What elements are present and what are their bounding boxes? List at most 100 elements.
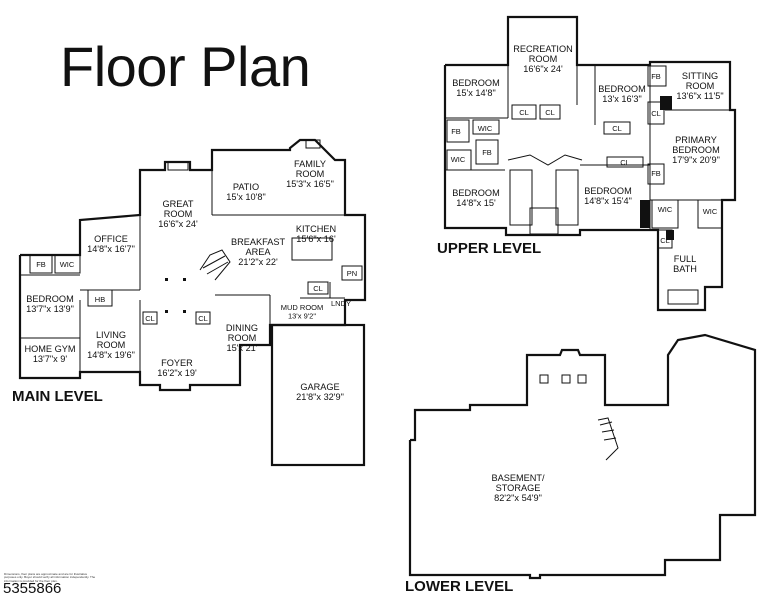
page-title: Floor Plan — [60, 35, 311, 98]
tag-cl-up-5: CL — [651, 109, 661, 118]
tag-wic-main: WIC — [60, 260, 75, 269]
room-label-line: 15'3"x 16'5" — [286, 179, 334, 189]
upper-level-plan — [443, 15, 737, 312]
room-label-line: BREAKFAST — [231, 237, 286, 247]
tag-cl-main-3: CL — [313, 284, 323, 293]
room-label-line: 13'7"x 13'9" — [26, 304, 74, 314]
room-label-line: BEDROOM — [452, 78, 499, 88]
room-label-line: ROOM — [97, 340, 126, 350]
tag-pn-main: PN — [347, 269, 357, 278]
tag-wic-up-2: WIC — [451, 155, 466, 164]
room-label-line: 13'7"x 9' — [33, 354, 68, 364]
tag-fb-up-3: FB — [651, 72, 661, 81]
room-label-line: LIVING — [96, 330, 126, 340]
tag-wic-up-4: WIC — [703, 207, 718, 216]
tag-hb-main: HB — [95, 295, 105, 304]
tag-cl-main-2: CL — [198, 314, 208, 323]
room-label-line: GARAGE — [300, 382, 339, 392]
room-label-line: BASEMENT/ — [491, 473, 545, 483]
room-label-line: 21'8"x 32'9" — [296, 392, 344, 402]
room-label-line: FAMILY — [294, 159, 326, 169]
room-label-line: 16'6"x 24' — [523, 64, 563, 74]
room-label-line: 16'2"x 19' — [157, 368, 197, 378]
tag-fb-main: FB — [36, 260, 46, 269]
room-label-line: BEDROOM — [26, 294, 73, 304]
room-label-line: 82'2"x 54'9" — [494, 493, 542, 503]
tag-fb-up-2: FB — [482, 148, 492, 157]
tag-cl-up-1: CL — [519, 108, 529, 117]
tag-wic-up-1: WIC — [478, 124, 493, 133]
tag-lndy-main: LNDY — [331, 299, 351, 308]
room-label-line: RECREATION — [513, 44, 573, 54]
room-label-line: ROOM — [529, 54, 558, 64]
room-label-line: OFFICE — [94, 234, 128, 244]
room-label-line: 16'6"x 24' — [158, 219, 198, 229]
room-label-line: BATH — [673, 264, 697, 274]
tag-cl-main-1: CL — [145, 314, 155, 323]
room-label-line: 15'x 21' — [226, 343, 257, 353]
room-label-line: 14'8"x 15'4" — [584, 196, 632, 206]
room-label-line: BEDROOM — [584, 186, 631, 196]
main-level-plan — [18, 138, 367, 467]
room-label-line: KITCHEN — [296, 224, 336, 234]
room-label-line: FULL — [674, 254, 696, 264]
room-label-line: ROOM — [228, 333, 257, 343]
room-label-line: 21'2"x 22' — [238, 257, 278, 267]
tag-cl-up-4: CL — [620, 158, 630, 167]
room-label-line: DINING — [226, 323, 258, 333]
tag-cl-up-2: CL — [545, 108, 555, 117]
room-label-line: BEDROOM — [452, 188, 499, 198]
room-label-line: 13'x 9'2" — [288, 311, 316, 320]
tag-fb-up-4: FB — [651, 169, 661, 178]
lower-level-label: LOWER LEVEL — [405, 578, 514, 595]
room-label-line: ROOM — [296, 169, 325, 179]
room-label-line: HOME GYM — [24, 344, 75, 354]
room-label-line: 15'x 14'8" — [456, 88, 495, 98]
room-label-line: 14'8"x 19'6" — [87, 350, 135, 360]
disclaimer-text: Dimensions, floor plans are approximate … — [4, 572, 96, 583]
room-label-line: GREAT — [163, 199, 194, 209]
lower-level-plan — [408, 333, 757, 580]
tag-fb-up-1: FB — [451, 127, 461, 136]
room-label-line: FOYER — [161, 358, 193, 368]
room-label-line: 15'x 10'8" — [226, 192, 265, 202]
room-label-line: ROOM — [686, 81, 715, 91]
room-label-line: SITTING — [682, 71, 718, 81]
room-label-line: 15'6"x 16' — [296, 234, 336, 244]
room-label-line: MUD ROOM — [281, 303, 324, 312]
room-label-line: 14'8"x 16'7" — [87, 244, 135, 254]
upper-level-label: UPPER LEVEL — [437, 240, 542, 257]
room-label-line: 13'6"x 11'5" — [676, 91, 723, 101]
tag-cl-up-3: CL — [612, 124, 622, 133]
tag-wic-up-3: WIC — [658, 205, 673, 214]
main-level-label: MAIN LEVEL — [12, 388, 103, 405]
room-label-line: 17'9"x 20'9" — [672, 155, 720, 165]
room-label-line: PRIMARY — [675, 135, 717, 145]
listing-id: 5355866 — [3, 580, 62, 597]
room-label-line: BEDROOM — [672, 145, 719, 155]
room-label-line: ROOM — [164, 209, 193, 219]
room-label-line: STORAGE — [496, 483, 541, 493]
